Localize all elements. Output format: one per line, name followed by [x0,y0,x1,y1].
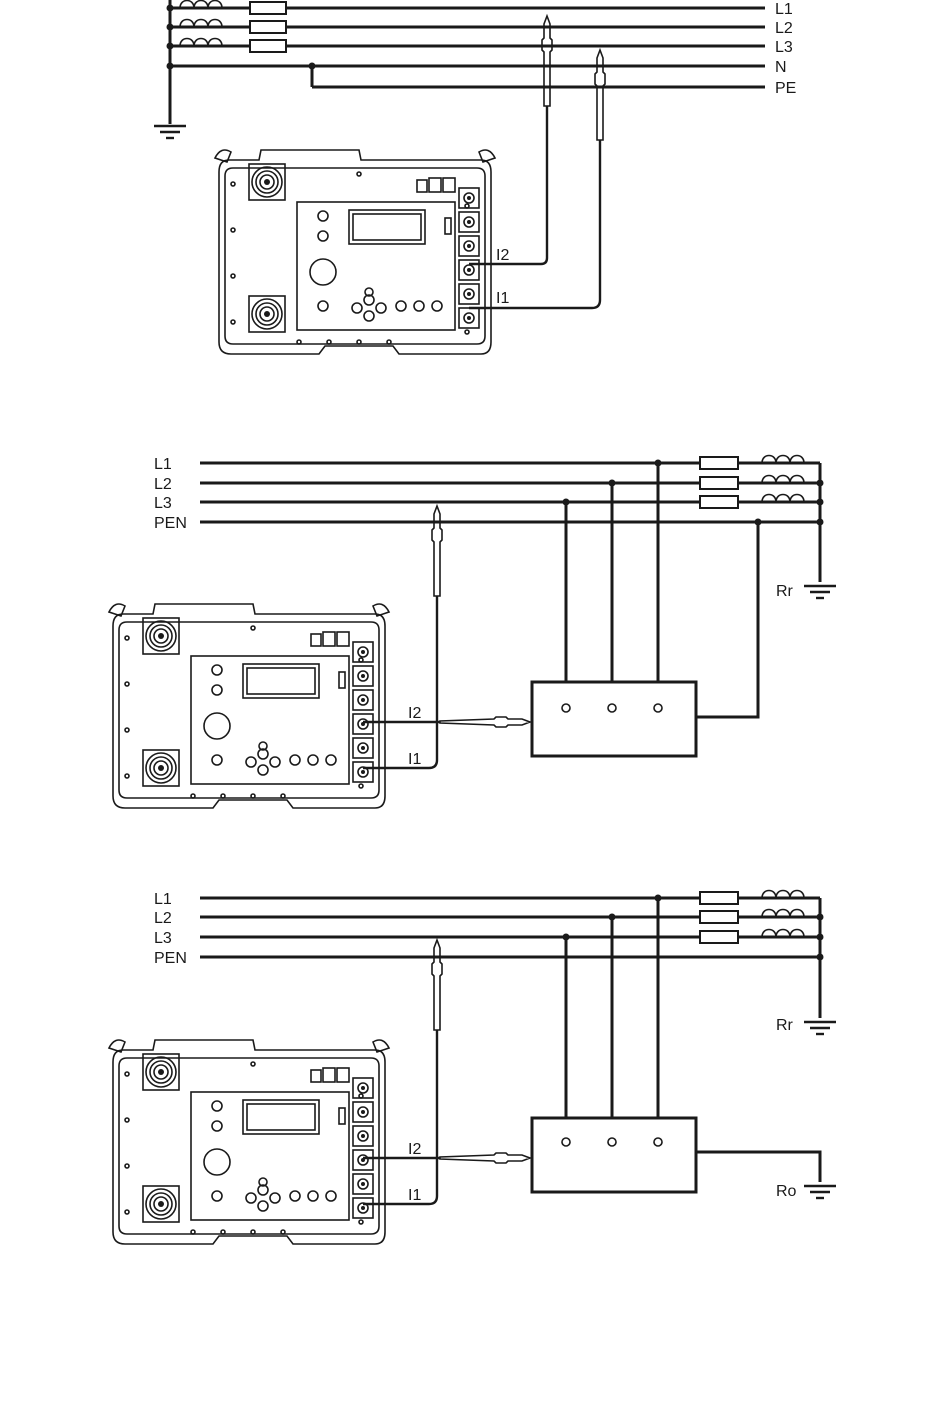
fuse-icon [700,931,738,943]
ground-icon [804,586,836,598]
line-label-l2: L2 [154,476,172,493]
fuse-icon [250,40,286,52]
probe-icon [432,506,442,596]
lead-label-i1: I1 [408,1187,421,1204]
fuse-icon [700,911,738,923]
fuse-icon [250,2,286,14]
meter-instrument-icon [215,150,495,354]
line-label-l1: L1 [154,456,172,473]
probe-icon [595,50,605,140]
ground-icon [804,1022,836,1034]
diagram-1-lines [167,0,766,124]
ground-label-ro: Ro [776,1183,797,1200]
fuse-icon [700,892,738,904]
fuse-icon [700,477,738,489]
lead-label-i2: I2 [496,247,509,264]
line-label-l1: L1 [154,891,172,908]
ground-icon [804,1186,836,1198]
load-device-box [532,682,696,756]
diagram-3: Rr Ro L1 L2 L3 PEN I2 I1 [109,891,836,1245]
load-device-box [532,1118,696,1192]
lead-label-i1: I1 [496,290,509,307]
diagram-1: L1 L2 L3 N PE I2 I1 [154,0,796,354]
probe-icon [440,717,530,727]
ground-label-rr: Rr [776,1017,794,1034]
fuse-icon [700,496,738,508]
lead-label-i2: I2 [408,1141,421,1158]
line-label-l3: L3 [154,495,172,512]
meter-instrument-icon [109,604,389,808]
diagram-2: Rr L1 L2 L3 PEN I2 I1 [109,456,836,809]
line-label-l3: L3 [154,930,172,947]
line-label-n: N [775,59,787,76]
line-label-pen: PEN [154,950,187,967]
meter-instrument-icon [109,1040,389,1244]
ground-icon [154,126,186,138]
lead-label-i1: I1 [408,751,421,768]
line-label-pen: PEN [154,515,187,532]
line-label-l2: L2 [775,20,793,37]
lead-label-i2: I2 [408,705,421,722]
probe-icon [440,1153,530,1163]
line-label-pe: PE [775,80,796,97]
ground-label-rr: Rr [776,583,794,600]
line-label-l1: L1 [775,1,793,18]
line-label-l2: L2 [154,910,172,927]
fuse-icon [250,21,286,33]
probe-icon [432,940,442,1030]
line-label-l3: L3 [775,39,793,56]
probe-icon [542,16,552,106]
fuse-icon [700,457,738,469]
